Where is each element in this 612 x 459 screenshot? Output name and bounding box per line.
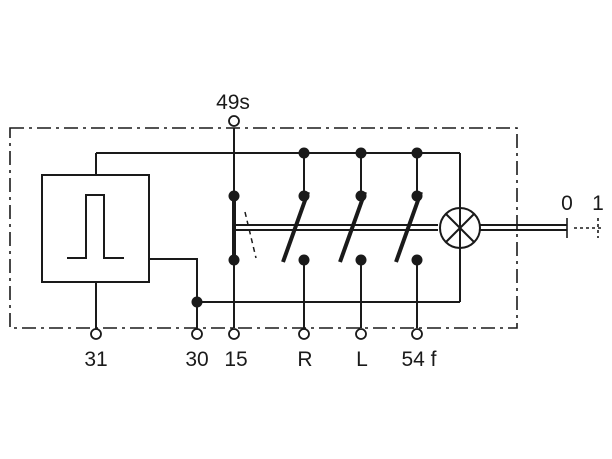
terminal-r (298, 328, 310, 340)
switch-54f (394, 153, 423, 328)
switch-lever-icon (480, 218, 604, 238)
switch-position-0-label: 0 (561, 192, 573, 215)
terminal-15 (228, 328, 240, 340)
pulse-generator (41, 174, 150, 283)
terminal-30-label: 30 (185, 348, 208, 371)
terminal-31-label: 31 (84, 348, 107, 371)
pulse-generator-box (41, 174, 150, 283)
terminal-31 (90, 328, 102, 340)
terminal-r-label: R (297, 348, 312, 371)
switch-main-dashed (244, 211, 257, 259)
terminal-49s-label: 49s (216, 91, 250, 114)
square-pulse-icon (67, 194, 124, 259)
housing-outline (9, 127, 518, 329)
switch-position-1-label: 1 (592, 192, 604, 215)
terminal-l-label: L (356, 348, 368, 371)
terminal-49s (228, 115, 240, 127)
terminal-54f-label: 54 f (401, 348, 436, 371)
terminal-30 (191, 328, 203, 340)
terminal-l (355, 328, 367, 340)
generator-output-wire (149, 258, 198, 328)
terminal-15-label: 15 (224, 348, 247, 371)
switch-l (338, 153, 367, 328)
terminal-54f (411, 328, 423, 340)
indicator-lamp-icon (439, 207, 481, 249)
junction-dots (191, 147, 423, 308)
switch-r (281, 153, 310, 328)
